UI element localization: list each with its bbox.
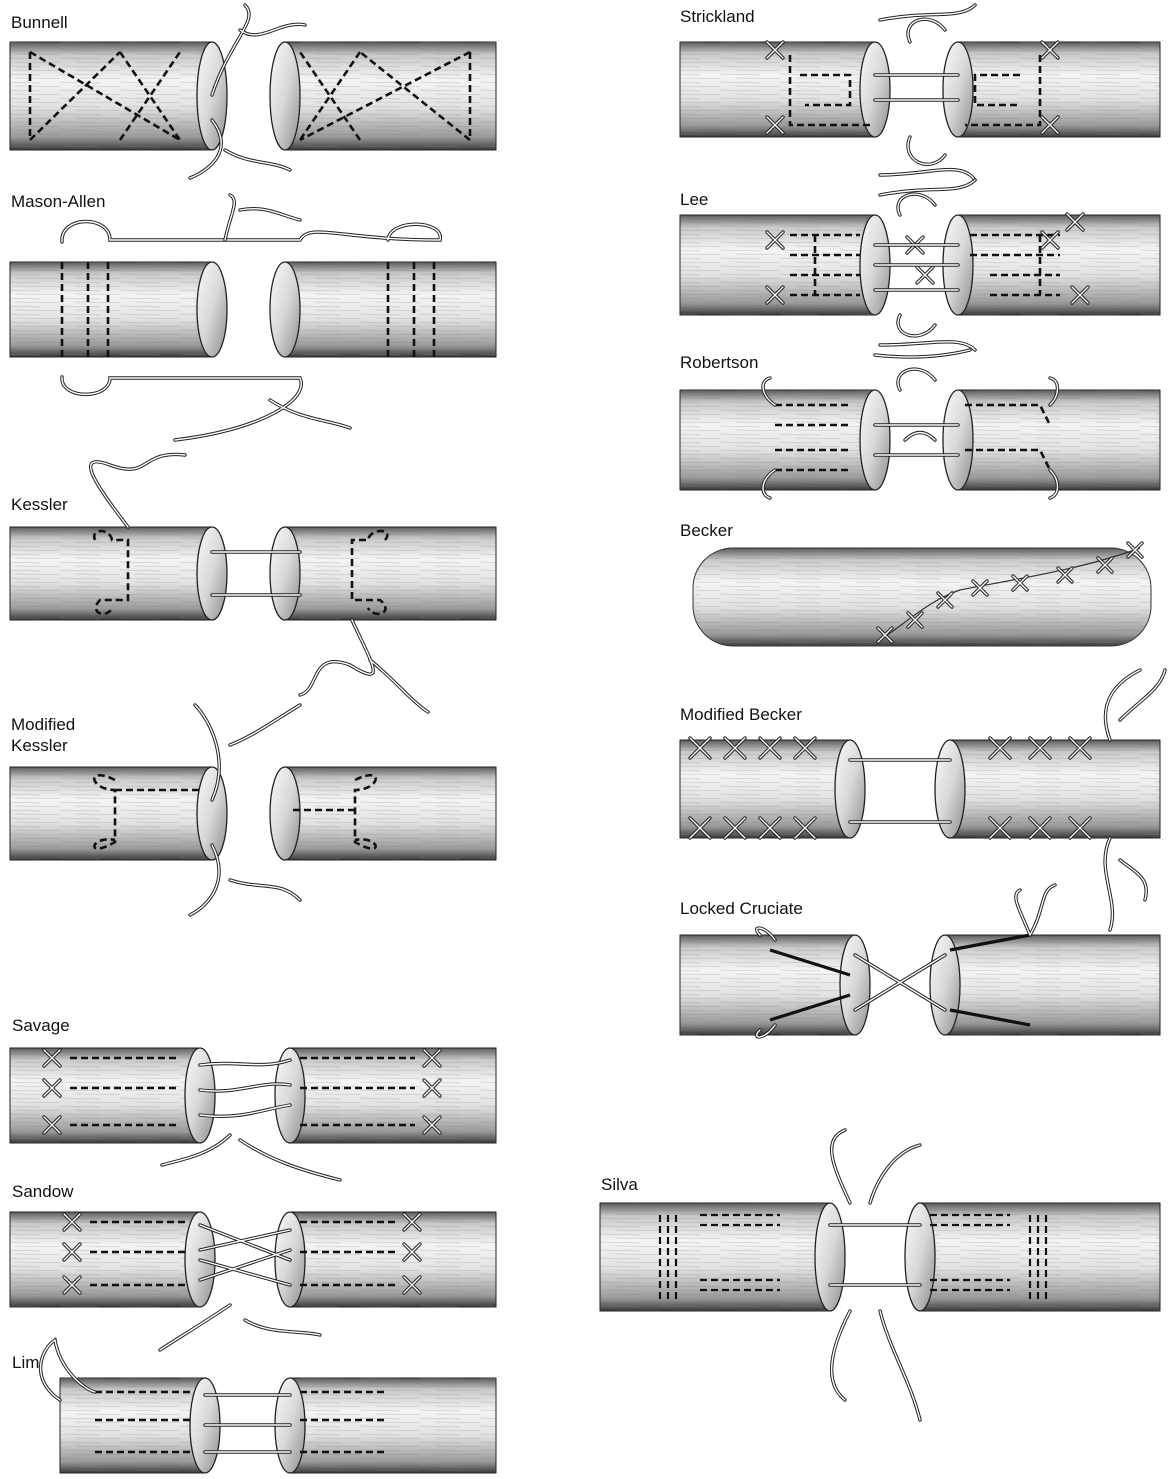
modified-kessler-distal-fibers xyxy=(285,767,496,860)
lee-knot-top-highlight xyxy=(880,180,975,215)
becker-fibers xyxy=(693,548,1151,646)
sandow-knot xyxy=(160,1305,320,1350)
label-mason-allen: Mason-Allen xyxy=(11,191,106,212)
lee-proximal-fibers xyxy=(680,215,875,315)
mason-allen-proximal-cut-face xyxy=(197,262,227,357)
silva-knot-bottom-highlight xyxy=(832,1311,920,1420)
strickland-knot-top xyxy=(880,5,975,42)
label-strickland: Strickland xyxy=(680,6,755,27)
kessler-panel xyxy=(10,454,496,712)
modified-kessler-proximal-fibers xyxy=(10,767,212,860)
silva-distal-cut-face xyxy=(905,1203,935,1311)
sandow-knot-highlight xyxy=(160,1305,320,1350)
silva-knot-bottom xyxy=(832,1311,920,1420)
locked-cruciate-proximal-fibers xyxy=(680,935,855,1035)
lim-panel xyxy=(41,1340,496,1473)
strickland-distal-cut-face xyxy=(943,42,973,137)
mason-allen-distal-fibers xyxy=(285,262,496,357)
modified-kessler-panel xyxy=(10,705,496,915)
locked-cruciate-knot xyxy=(1016,885,1055,935)
bunnell-panel xyxy=(10,5,496,178)
becker-x-7-highlight xyxy=(1128,543,1142,557)
strickland-distal-fibers xyxy=(958,42,1160,137)
label-lim: Lim xyxy=(12,1352,39,1373)
sandow-distal-fibers xyxy=(290,1212,496,1307)
label-lee: Lee xyxy=(680,189,708,210)
label-modified-becker: Modified Becker xyxy=(680,704,802,725)
bunnell-distal-cut-face xyxy=(270,42,300,150)
modified-becker-knot-bottom xyxy=(1105,838,1146,930)
lee-knot-bottom-highlight xyxy=(880,315,975,350)
label-modified-kessler: Modified Kessler xyxy=(11,714,75,756)
mason-allen-bottom-loop xyxy=(62,377,350,440)
silva-panel xyxy=(600,1130,1160,1420)
modified-kessler-distal-cut-face xyxy=(270,767,300,860)
label-becker: Becker xyxy=(680,520,733,541)
savage-proximal-fibers xyxy=(10,1048,200,1143)
mason-allen-panel xyxy=(10,195,496,440)
label-silva: Silva xyxy=(601,1174,638,1195)
silva-proximal-cut-face xyxy=(815,1203,845,1311)
sandow-proximal-fibers xyxy=(10,1212,200,1307)
lee-distal-fibers xyxy=(958,215,1160,315)
locked-cruciate-proximal-cut-face xyxy=(840,935,870,1035)
strickland-proximal-cut-face xyxy=(860,42,890,137)
mason-allen-proximal-fibers xyxy=(10,262,212,357)
modified-becker-knot-top xyxy=(1105,670,1165,740)
label-savage: Savage xyxy=(12,1015,70,1036)
lee-panel xyxy=(680,180,1160,350)
label-kessler: Kessler xyxy=(11,494,68,515)
lee-x-6-highlight xyxy=(917,267,933,283)
label-robertson: Robertson xyxy=(680,352,758,373)
robertson-proximal-cut-face xyxy=(860,390,890,490)
kessler-distal-cut-face xyxy=(270,527,300,620)
locked-cruciate-distal-fibers xyxy=(945,935,1160,1035)
kessler-knot-top xyxy=(91,454,185,527)
bunnell-distal-fibers xyxy=(285,42,496,150)
silva-proximal-fibers xyxy=(600,1203,830,1311)
kessler-proximal-cut-face xyxy=(197,527,227,620)
kessler-distal-fibers xyxy=(285,527,496,620)
silva-knot-top-highlight xyxy=(832,1130,920,1203)
label-locked-cruciate: Locked Cruciate xyxy=(680,898,803,919)
savage-distal-fibers xyxy=(290,1048,496,1143)
becker-panel xyxy=(693,543,1151,646)
label-sandow: Sandow xyxy=(12,1181,73,1202)
silva-distal-fibers xyxy=(920,1203,1160,1311)
savage-proximal-cut-face xyxy=(185,1048,215,1143)
kessler-knot-bottom xyxy=(300,620,428,712)
label-bunnell: Bunnell xyxy=(11,12,68,33)
kessler-knot-top-highlight xyxy=(91,454,185,527)
mason-allen-knot-top xyxy=(225,195,300,240)
savage-panel xyxy=(10,1048,496,1180)
lim-distal-fibers xyxy=(290,1378,496,1473)
modified-becker-distal-fibers xyxy=(950,740,1160,838)
strickland-knot-bottom xyxy=(880,137,975,180)
sandow-panel xyxy=(10,1212,496,1350)
mason-allen-distal-cut-face xyxy=(270,262,300,357)
mason-allen-top-loop xyxy=(62,221,440,242)
strickland-panel xyxy=(680,5,1160,180)
